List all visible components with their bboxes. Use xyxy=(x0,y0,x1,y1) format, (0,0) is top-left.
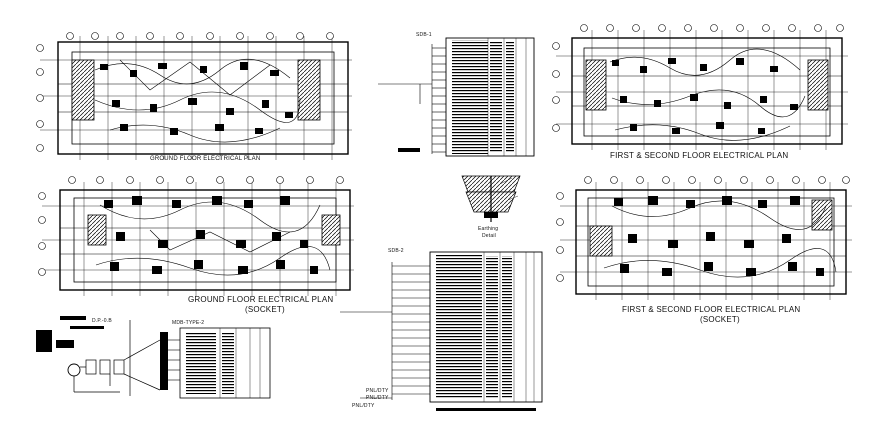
earthing-detail xyxy=(461,175,521,222)
title-first-second-floor-socket-sub: (SOCKET) xyxy=(700,315,740,324)
earthing-label-line1: Earthing xyxy=(478,226,499,232)
mdb-label: MDB-TYPE-2 xyxy=(172,320,205,326)
plan-ground-floor-socket xyxy=(38,176,354,296)
sdb1-schedule xyxy=(378,37,535,157)
mdb-type2-schedule xyxy=(160,327,271,399)
pnl-label-3: PNL/DTY xyxy=(352,403,375,409)
plan-ground-floor xyxy=(36,32,352,160)
earthing-label-line2: Detail xyxy=(482,233,496,239)
title-ground-floor: GROUND FLOOR ELECTRICAL PLAN xyxy=(150,156,261,162)
title-ground-floor-socket-sub: (SOCKET) xyxy=(245,305,285,314)
title-ground-floor-socket: GROUND FLOOR ELECTRICAL PLAN xyxy=(188,295,334,304)
dp-label: D.P.-0.B xyxy=(92,318,112,324)
pnl-label-1: PNL/DTY xyxy=(366,388,389,394)
title-first-second-floor-socket: FIRST & SECOND FLOOR ELECTRICAL PLAN xyxy=(622,305,801,314)
sdb2-schedule xyxy=(340,251,543,411)
sdb2-label: SDB-2 xyxy=(388,248,404,254)
pnl-label-2: PNL/DTY xyxy=(366,395,389,401)
dp-single-line xyxy=(36,316,161,396)
sdb1-label: SDB-1 xyxy=(416,32,432,38)
title-first-second-floor: FIRST & SECOND FLOOR ELECTRICAL PLAN xyxy=(610,151,789,160)
plan-first-second-floor-socket xyxy=(556,176,852,300)
plan-first-second-floor xyxy=(552,24,848,150)
